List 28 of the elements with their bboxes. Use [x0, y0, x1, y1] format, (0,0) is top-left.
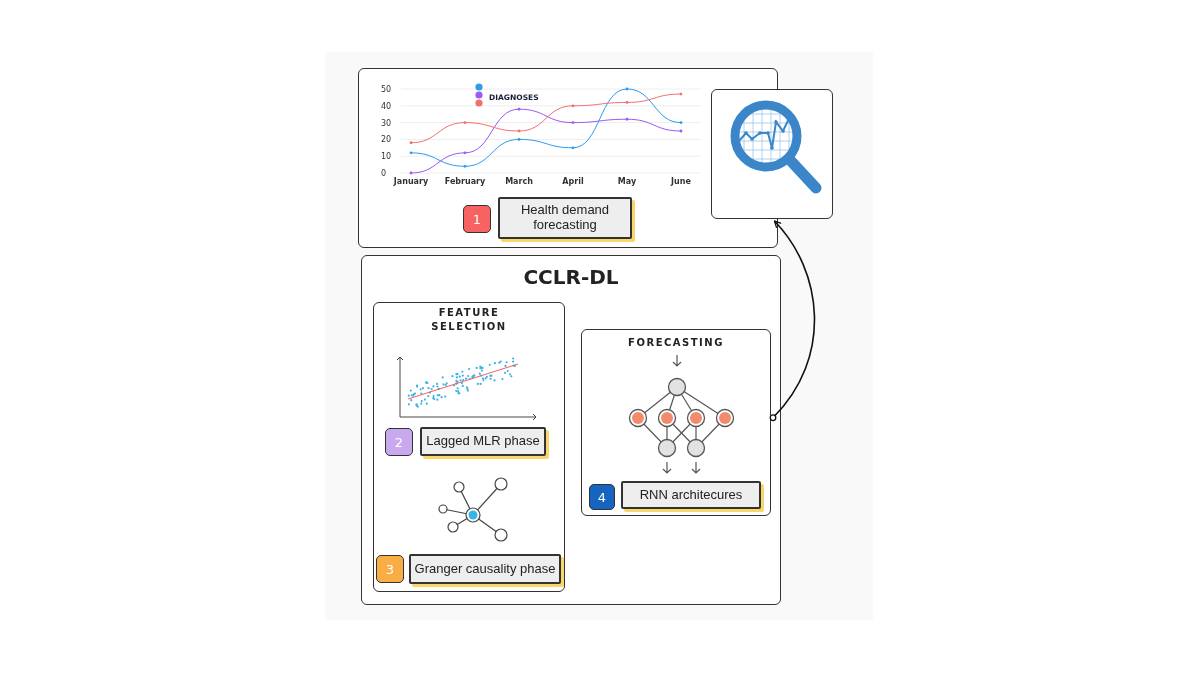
phase-panel	[581, 329, 771, 516]
step-number: 1	[463, 205, 491, 233]
step-number: 3	[376, 555, 404, 583]
curved-arrow	[769, 220, 816, 422]
tick-label: 40	[381, 101, 392, 111]
tick-label: 50	[381, 85, 392, 94]
tick-label: June	[671, 177, 691, 186]
step-number: 4	[589, 484, 615, 510]
tick-label: March	[505, 177, 533, 186]
tick-label: February	[444, 177, 486, 186]
tick-label: April	[562, 177, 584, 186]
tick-label: 20	[381, 135, 392, 145]
panel-title: FEATURE SELECTION	[430, 306, 508, 333]
phase-panel	[373, 302, 565, 592]
tick-label: May	[617, 177, 637, 186]
step-label: Lagged MLR phase	[420, 427, 546, 456]
step-number: 2	[385, 428, 413, 456]
step-label: RNN architecures	[621, 481, 761, 509]
card	[711, 89, 833, 219]
step-label: Granger causality phase	[409, 554, 561, 584]
tick-label: January	[393, 177, 429, 186]
panel-title: CCLR-DL	[523, 264, 619, 291]
tick-label: 30	[381, 118, 392, 128]
tick-label: 0	[381, 169, 387, 178]
container-panel	[361, 255, 781, 605]
tick-label: 10	[381, 152, 392, 162]
panel-title: FORECASTING	[628, 336, 724, 350]
step-label: Health demand forecasting	[498, 197, 632, 239]
